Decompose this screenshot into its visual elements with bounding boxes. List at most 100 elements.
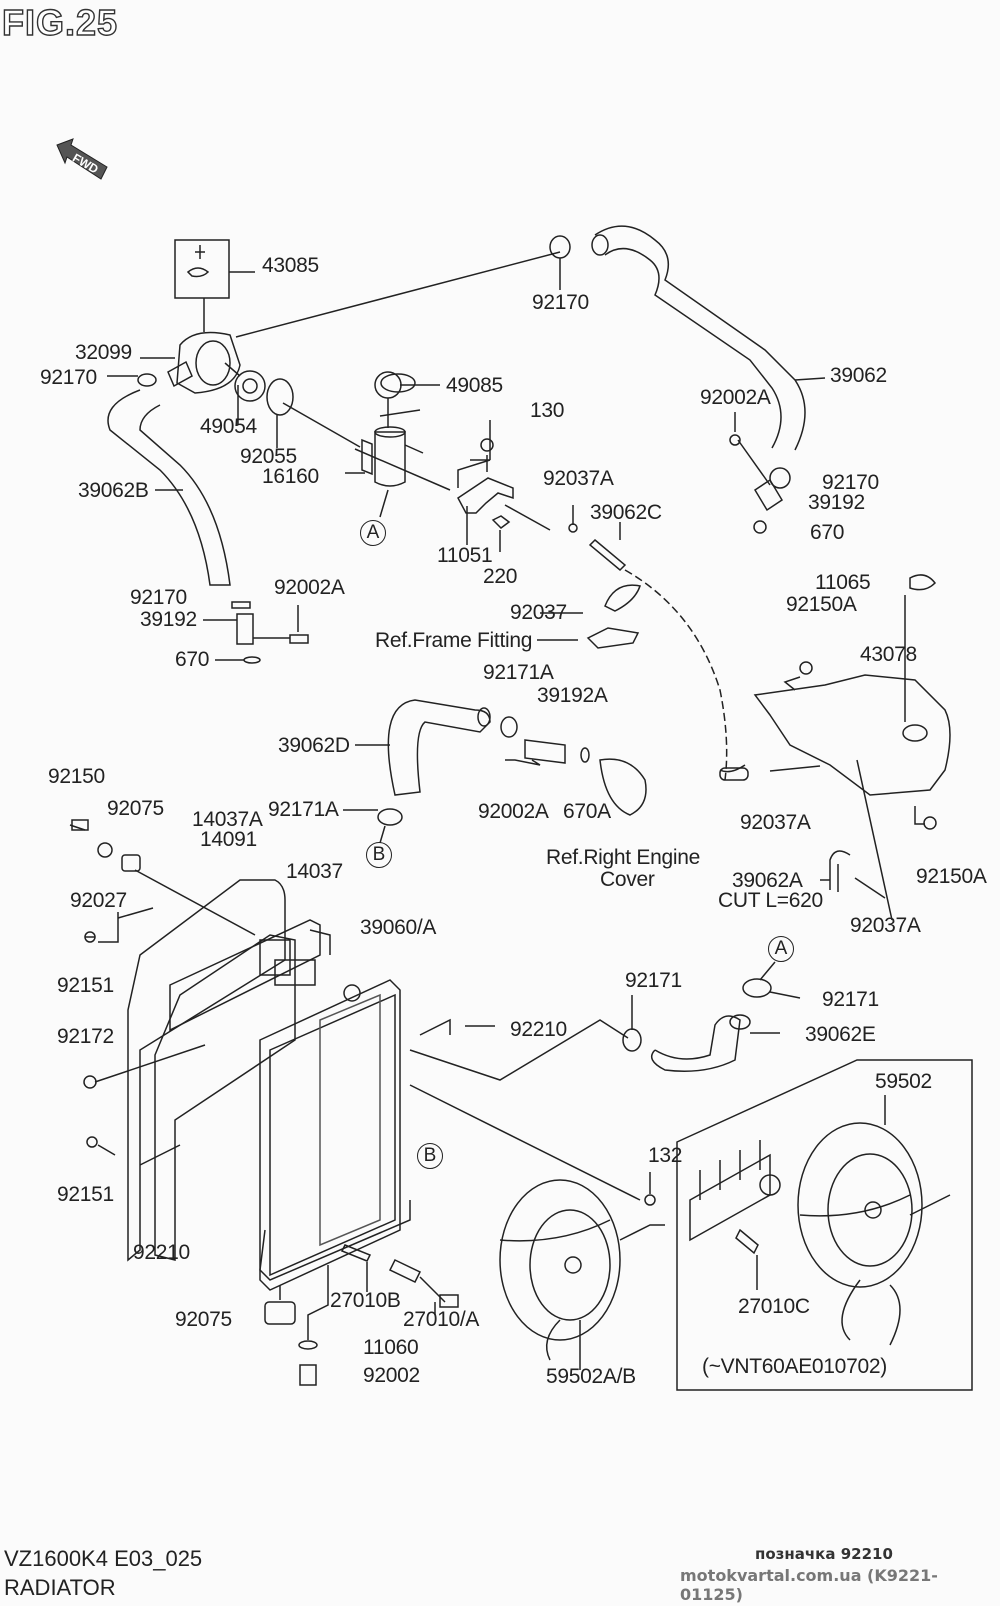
- callout-92150A-b[interactable]: 92150A: [916, 865, 987, 888]
- callout-39062B[interactable]: 39062B: [78, 479, 149, 502]
- callout-92171-a[interactable]: 92171: [625, 969, 682, 992]
- callout-27010A[interactable]: 27010/A: [403, 1308, 480, 1331]
- connector-a-top[interactable]: A: [360, 520, 386, 546]
- callout-27010B[interactable]: 27010B: [330, 1289, 401, 1312]
- connector-b-bottom[interactable]: B: [417, 1143, 443, 1169]
- fitting-39192-right: [729, 412, 791, 534]
- inset-radiator-fragment: [689, 1140, 781, 1290]
- fitting-39192A: [500, 716, 647, 816]
- o-ring: [266, 378, 361, 448]
- callout-39192-a[interactable]: 39192: [808, 491, 865, 514]
- callout-92150[interactable]: 92150: [48, 765, 105, 788]
- callout-39192A[interactable]: 39192A: [537, 684, 608, 707]
- callout-92002[interactable]: 92002: [363, 1364, 420, 1387]
- hose-39062B: [107, 373, 231, 586]
- connector-b-top[interactable]: B: [366, 842, 392, 868]
- callout-39062A[interactable]: 39062A: [732, 869, 803, 892]
- callout-59502AB[interactable]: 59502A/B: [546, 1365, 636, 1388]
- callout-92150A-a[interactable]: 92150A: [786, 593, 857, 616]
- callout-92002A-a[interactable]: 92002A: [700, 386, 771, 409]
- reservoir-tank: [753, 574, 951, 921]
- clamp-92170-top: [549, 235, 571, 259]
- callout-43085[interactable]: 43085: [262, 254, 319, 277]
- callout-92151-b[interactable]: 92151: [57, 1183, 114, 1206]
- callout-92171A-a[interactable]: 92171A: [483, 661, 554, 684]
- clamp-92171A-lower: [343, 808, 403, 844]
- callout-92037A-c[interactable]: 92037A: [850, 914, 921, 937]
- model-code: VZ1600K4 E03_025: [4, 1546, 203, 1571]
- fasteners-left: [69, 819, 256, 1156]
- callout-cut-length[interactable]: CUT L=620: [718, 889, 823, 912]
- inset-box: [676, 1059, 973, 1391]
- source-watermark: motokvartal.com.ua (K9221-01125): [680, 1566, 938, 1604]
- callout-670A[interactable]: 670A: [563, 800, 611, 823]
- callout-27010C[interactable]: 27010C: [738, 1295, 810, 1318]
- callout-670-b[interactable]: 670: [175, 648, 210, 671]
- callout-39192-b[interactable]: 39192: [140, 608, 197, 631]
- callout-92075-b[interactable]: 92075: [175, 1308, 232, 1331]
- callout-92170-c[interactable]: 92170: [822, 471, 879, 494]
- callout-92171A-b[interactable]: 92171A: [268, 798, 339, 821]
- callout-59502[interactable]: 59502: [875, 1070, 932, 1093]
- callout-92037A-a[interactable]: 92037A: [543, 467, 614, 490]
- callout-92075-a[interactable]: 92075: [107, 797, 164, 820]
- callout-14037[interactable]: 14037: [286, 860, 343, 883]
- bracket-11051: [457, 438, 514, 529]
- tube-39062C: [568, 523, 627, 572]
- callout-220[interactable]: 220: [483, 565, 518, 588]
- callout-49085[interactable]: 49085: [446, 374, 503, 397]
- side-panel-14037: [169, 919, 331, 1032]
- hose-39062A: [719, 764, 851, 892]
- callout-ref-right-engine[interactable]: Ref.Right Engine: [546, 846, 700, 869]
- radiator-shroud: [127, 879, 296, 1262]
- thermostat: [224, 362, 266, 425]
- callout-39060A[interactable]: 39060/A: [360, 916, 437, 939]
- part-mark-note: позначка 92210: [755, 1545, 893, 1563]
- callout-92170-a[interactable]: 92170: [40, 366, 97, 389]
- callout-14037A[interactable]: 14037A: [192, 808, 263, 831]
- callout-serial-note: (~VNT60AE010702): [702, 1355, 887, 1378]
- callout-11051[interactable]: 11051: [437, 544, 493, 567]
- filler-neck: [361, 371, 440, 518]
- hose-39062D: [355, 699, 491, 796]
- callout-130[interactable]: 130: [530, 399, 565, 422]
- callout-49054[interactable]: 49054: [200, 415, 257, 438]
- callout-132[interactable]: 132: [648, 1144, 683, 1167]
- sensor-27010: [340, 1244, 459, 1315]
- figure-title: FIG.25: [1, 1, 119, 43]
- callout-92055[interactable]: 92055: [240, 445, 297, 468]
- cooling-fan-59502A: [409, 1084, 665, 1370]
- callout-92027[interactable]: 92027: [70, 889, 127, 912]
- callout-92210-a[interactable]: 92210: [510, 1018, 567, 1041]
- callout-11065[interactable]: 11065: [815, 571, 871, 594]
- callout-92151-a[interactable]: 92151: [57, 974, 114, 997]
- callout-39062E[interactable]: 39062E: [805, 1023, 876, 1046]
- callout-92170-d[interactable]: 92170: [130, 586, 187, 609]
- callout-92210-b[interactable]: 92210: [133, 1241, 190, 1264]
- callout-43078[interactable]: 43078: [860, 643, 917, 666]
- callout-ref-frame-fitting[interactable]: Ref.Frame Fitting: [375, 629, 533, 652]
- callout-92002A-c[interactable]: 92002A: [478, 800, 549, 823]
- connector-a-bottom[interactable]: A: [768, 936, 794, 962]
- thermostat-housing: [140, 331, 241, 394]
- callout-11060[interactable]: 11060: [363, 1336, 419, 1359]
- callout-92037A-b[interactable]: 92037A: [740, 811, 811, 834]
- cooling-fan-59502: [797, 1095, 951, 1346]
- fwd-arrow-icon: FWD: [55, 137, 111, 190]
- callout-92170-b[interactable]: 92170: [532, 291, 589, 314]
- callout-92037[interactable]: 92037: [510, 601, 567, 624]
- clamp-92037: [586, 584, 641, 649]
- callout-92171-b[interactable]: 92171: [822, 988, 879, 1011]
- callout-92002A-b[interactable]: 92002A: [274, 576, 345, 599]
- callout-39062[interactable]: 39062: [830, 364, 887, 387]
- callout-92172[interactable]: 92172: [57, 1025, 114, 1048]
- callout-39062C[interactable]: 39062C: [590, 501, 662, 524]
- callout-670-a[interactable]: 670: [810, 521, 845, 544]
- callout-32099[interactable]: 32099: [75, 341, 132, 364]
- callout-14091[interactable]: 14091: [200, 828, 257, 851]
- callout-39062D[interactable]: 39062D: [278, 734, 350, 757]
- callout-16160[interactable]: 16160: [262, 465, 319, 488]
- hose-39062: [591, 225, 826, 451]
- callout-cover[interactable]: Cover: [600, 868, 655, 891]
